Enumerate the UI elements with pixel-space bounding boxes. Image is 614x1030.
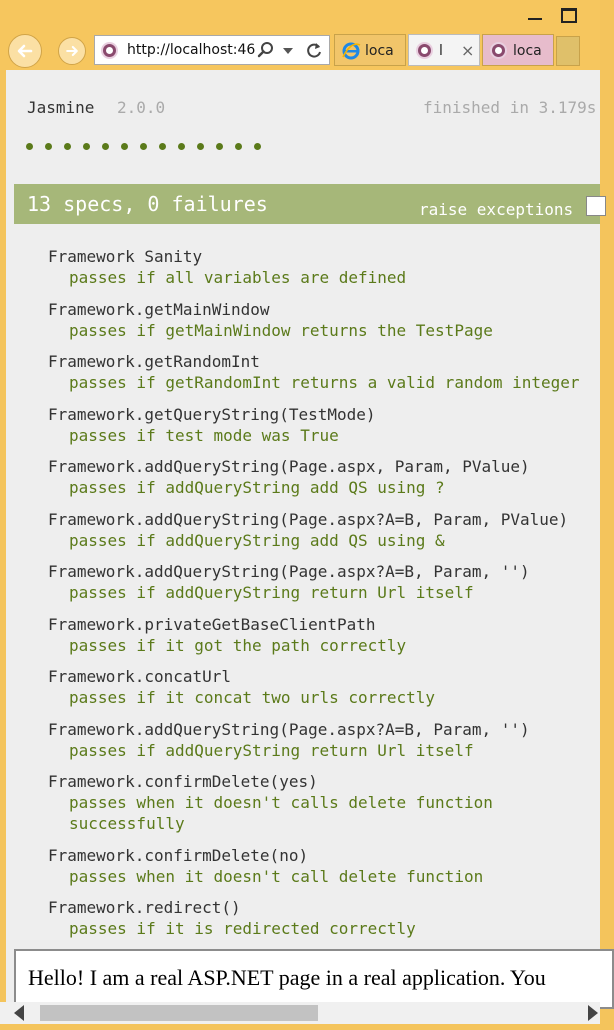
suite-title[interactable]: Framework.concatUrl xyxy=(48,667,232,686)
spec-description[interactable]: passes if it concat two urls correctly xyxy=(69,688,436,707)
forward-button[interactable] xyxy=(58,37,86,65)
back-arrow-icon xyxy=(17,44,33,58)
spec-dot xyxy=(121,143,128,150)
horizontal-scrollbar[interactable] xyxy=(0,1002,600,1024)
spec-description[interactable]: passes if test mode was True xyxy=(69,426,339,445)
suite: Framework.confirmDelete(yes) passes when … xyxy=(48,771,493,834)
spec-dot xyxy=(178,143,185,150)
spec-description[interactable]: passes if addQueryString add QS using ? xyxy=(69,478,445,497)
spec-dot xyxy=(254,143,261,150)
suite: Framework.addQueryString(Page.aspx?A=B, … xyxy=(48,509,568,551)
site-favicon-icon xyxy=(101,42,118,59)
jasmine-favicon-icon xyxy=(490,42,507,59)
forward-arrow-icon xyxy=(66,45,78,57)
suite: Framework.addQueryString(Page.aspx?A=B, … xyxy=(48,719,530,761)
spec-description[interactable]: passes when it doesn't call delete funct… xyxy=(69,867,484,886)
jasmine-favicon-icon xyxy=(416,42,433,59)
browser-tab[interactable]: loca xyxy=(482,34,554,66)
address-bar[interactable]: http://localhost:46 xyxy=(94,35,330,65)
browser-tab-active[interactable]: l × xyxy=(408,34,480,66)
tab-label: loca xyxy=(365,43,394,59)
browser-navbar: http://localhost:46 loca l × loca xyxy=(0,32,600,70)
suite-title[interactable]: Framework.getMainWindow xyxy=(48,300,270,319)
spec-description[interactable]: passes if addQueryString add QS using & xyxy=(69,531,445,550)
spec-dot xyxy=(159,143,166,150)
suite: Framework.getMainWindow passes if getMain… xyxy=(48,299,493,341)
spec-dot xyxy=(64,143,71,150)
jasmine-version: 2.0.0 xyxy=(117,98,166,117)
tab-label: l xyxy=(439,43,443,59)
suite-title[interactable]: Framework.privateGetBaseClientPath xyxy=(48,615,376,634)
chevron-down-icon[interactable] xyxy=(283,48,293,54)
suite-title[interactable]: Framework.getRandomInt xyxy=(48,352,260,371)
suite: Framework.getRandomInt passes if getRando… xyxy=(48,351,580,393)
scroll-left-icon[interactable] xyxy=(14,1005,24,1021)
window-titlebar xyxy=(0,0,600,32)
spec-dot xyxy=(26,143,33,150)
suite: Framework.redirect() passes if it is redi… xyxy=(48,897,416,939)
suite-title[interactable]: Framework.addQueryString(Page.aspx, Para… xyxy=(48,457,530,476)
spec-dot xyxy=(140,143,147,150)
suite-title[interactable]: Framework.getQueryString(TestMode) xyxy=(48,405,376,424)
back-button[interactable] xyxy=(8,34,42,68)
new-tab-button[interactable] xyxy=(556,36,580,66)
summary-text: 13 specs, 0 failures xyxy=(27,192,268,216)
suite-title[interactable]: Framework.confirmDelete(yes) xyxy=(48,772,318,791)
close-icon[interactable]: × xyxy=(461,41,475,60)
suite-title[interactable]: Framework Sanity xyxy=(48,247,203,266)
suite-title[interactable]: Framework.confirmDelete(no) xyxy=(48,846,309,865)
minimize-button[interactable] xyxy=(525,8,545,26)
asp-page-frame: Hello! I am a real ASP.NET page in a rea… xyxy=(14,949,614,1009)
spec-dot xyxy=(235,143,242,150)
spec-dot xyxy=(216,143,223,150)
suite: Framework.concatUrl passes if it concat t… xyxy=(48,666,435,708)
suite: Framework.confirmDelete(no) passes when i… xyxy=(48,845,483,887)
spec-dot xyxy=(102,143,109,150)
spec-dot xyxy=(197,143,204,150)
search-icon[interactable] xyxy=(257,41,275,59)
maximize-button[interactable] xyxy=(560,6,578,24)
suite-title[interactable]: Framework.addQueryString(Page.aspx?A=B, … xyxy=(48,510,569,529)
spec-description[interactable]: passes if all variables are defined xyxy=(69,268,407,287)
spec-description[interactable]: passes if addQueryString return Url itse… xyxy=(69,741,474,760)
summary-bar: 13 specs, 0 failures raise exceptions xyxy=(14,184,606,224)
suite-title[interactable]: Framework.redirect() xyxy=(48,898,241,917)
suite: Framework.getQueryString(TestMode) passes… xyxy=(48,404,376,446)
window-bottom-border xyxy=(0,1024,600,1030)
spec-dot xyxy=(45,143,52,150)
page-content: Jasmine 2.0.0 finished in 3.179s 13 spec… xyxy=(6,70,614,1009)
raise-exceptions-label: raise exceptions xyxy=(419,200,574,219)
suite: Framework Sanity passes if all variables … xyxy=(48,246,406,288)
spec-description[interactable]: passes if addQueryString return Url itse… xyxy=(69,583,474,602)
jasmine-title: Jasmine xyxy=(27,98,95,117)
spec-description[interactable]: passes if it got the path correctly xyxy=(69,636,407,655)
scroll-right-icon[interactable] xyxy=(588,1005,598,1021)
spec-dot xyxy=(83,143,90,150)
spec-description[interactable]: successfully xyxy=(69,814,185,833)
scrollbar-thumb[interactable] xyxy=(40,1005,318,1021)
address-url[interactable]: http://localhost:46 xyxy=(127,42,256,58)
browser-tab[interactable]: loca xyxy=(334,34,406,66)
suite: Framework.addQueryString(Page.aspx, Para… xyxy=(48,456,530,498)
spec-description[interactable]: passes if it is redirected correctly xyxy=(69,919,416,938)
suite: Framework.addQueryString(Page.aspx?A=B, … xyxy=(48,561,530,603)
tab-label: loca xyxy=(513,43,542,59)
ie-icon xyxy=(342,42,361,60)
spec-description[interactable]: passes when it doesn't calls delete func… xyxy=(69,793,493,812)
suite-title[interactable]: Framework.addQueryString(Page.aspx?A=B, … xyxy=(48,562,530,581)
spec-description[interactable]: passes if getMainWindow returns the Test… xyxy=(69,321,493,340)
suite-title[interactable]: Framework.addQueryString(Page.aspx?A=B, … xyxy=(48,720,530,739)
suite: Framework.privateGetBaseClientPath passes… xyxy=(48,614,406,656)
raise-exceptions-checkbox[interactable] xyxy=(586,196,606,216)
finished-time: finished in 3.179s xyxy=(423,98,597,117)
spec-description[interactable]: passes if getRandomInt returns a valid r… xyxy=(69,373,580,392)
refresh-icon[interactable] xyxy=(304,41,324,61)
asp-page-text: Hello! I am a real ASP.NET page in a rea… xyxy=(28,965,546,990)
